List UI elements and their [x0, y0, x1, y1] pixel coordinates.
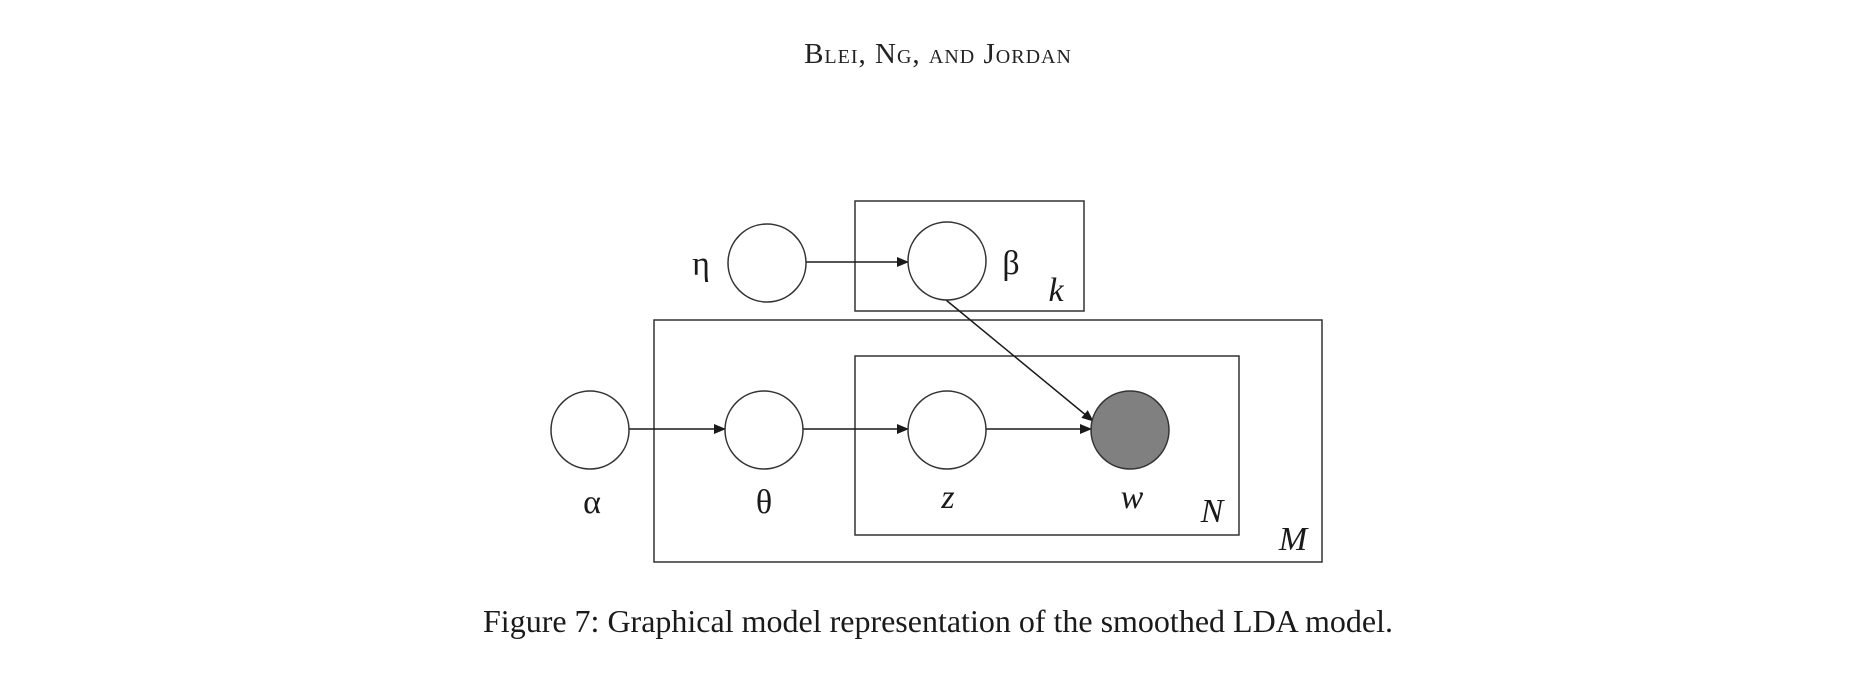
label-beta: β: [1002, 245, 1019, 282]
figure-caption: Figure 7: Graphical model representation…: [483, 603, 1393, 639]
running-head-text: Blei, Ng, and Jordan: [804, 38, 1072, 70]
label-theta: θ: [756, 484, 772, 521]
label-eta: η: [692, 246, 710, 283]
label-z: z: [940, 479, 954, 516]
label-w: w: [1121, 479, 1144, 516]
plate-label-m: M: [1278, 521, 1309, 558]
edge-beta-w: [945, 299, 1094, 422]
node-beta: [907, 221, 987, 301]
plate-k: [854, 200, 1085, 312]
node-w: [1090, 390, 1170, 470]
node-z: [907, 390, 987, 470]
plate-label-k: k: [1048, 272, 1064, 309]
running-head: Blei, Ng, and Jordan: [0, 38, 1876, 71]
label-alpha: α: [583, 484, 601, 521]
node-eta: [727, 223, 807, 303]
node-theta: [724, 390, 804, 470]
node-alpha: [550, 390, 630, 470]
plate-label-n: N: [1200, 493, 1226, 530]
plate-n: [854, 355, 1240, 536]
plate-m: [653, 319, 1323, 563]
